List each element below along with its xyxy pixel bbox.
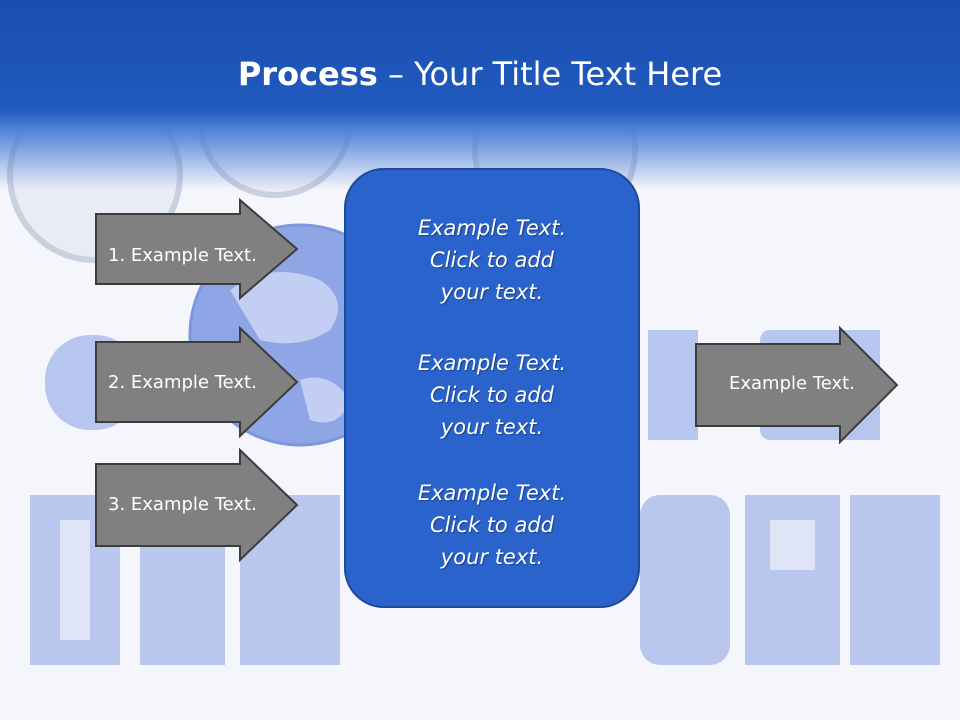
center-item-3-line3: your text. [440,545,544,569]
left-arrow-1-label: 1. Example Text. [108,245,257,266]
center-item-1: Example Text. Click to add your text. [344,212,640,308]
center-item-2: Example Text. Click to add your text. [344,347,640,443]
center-item-1-line1: Example Text. [417,216,567,240]
left-arrow-3-label: 3. Example Text. [108,494,257,515]
center-item-3-line2: Click to add [429,513,554,537]
left-arrow-2[interactable] [94,326,300,438]
header-band [0,0,960,190]
center-item-2-line3: your text. [440,415,544,439]
right-arrow-label: Example Text. [729,373,855,394]
left-arrow-3[interactable] [94,448,300,562]
title-bold: Process [237,55,378,93]
center-item-1-line3: your text. [440,280,544,304]
center-item-3-line1: Example Text. [417,481,567,505]
right-arrow[interactable] [694,326,900,444]
left-arrow-2-label: 2. Example Text. [108,372,257,393]
title-rest: – Your Title Text Here [377,55,723,93]
center-text-box[interactable] [344,168,640,608]
center-item-2-line1: Example Text. [417,351,567,375]
center-item-1-line2: Click to add [429,248,554,272]
center-item-2-line2: Click to add [429,383,554,407]
left-arrow-1[interactable] [94,198,300,300]
center-item-3: Example Text. Click to add your text. [344,477,640,573]
slide-title[interactable]: Process – Your Title Text Here [0,52,960,96]
